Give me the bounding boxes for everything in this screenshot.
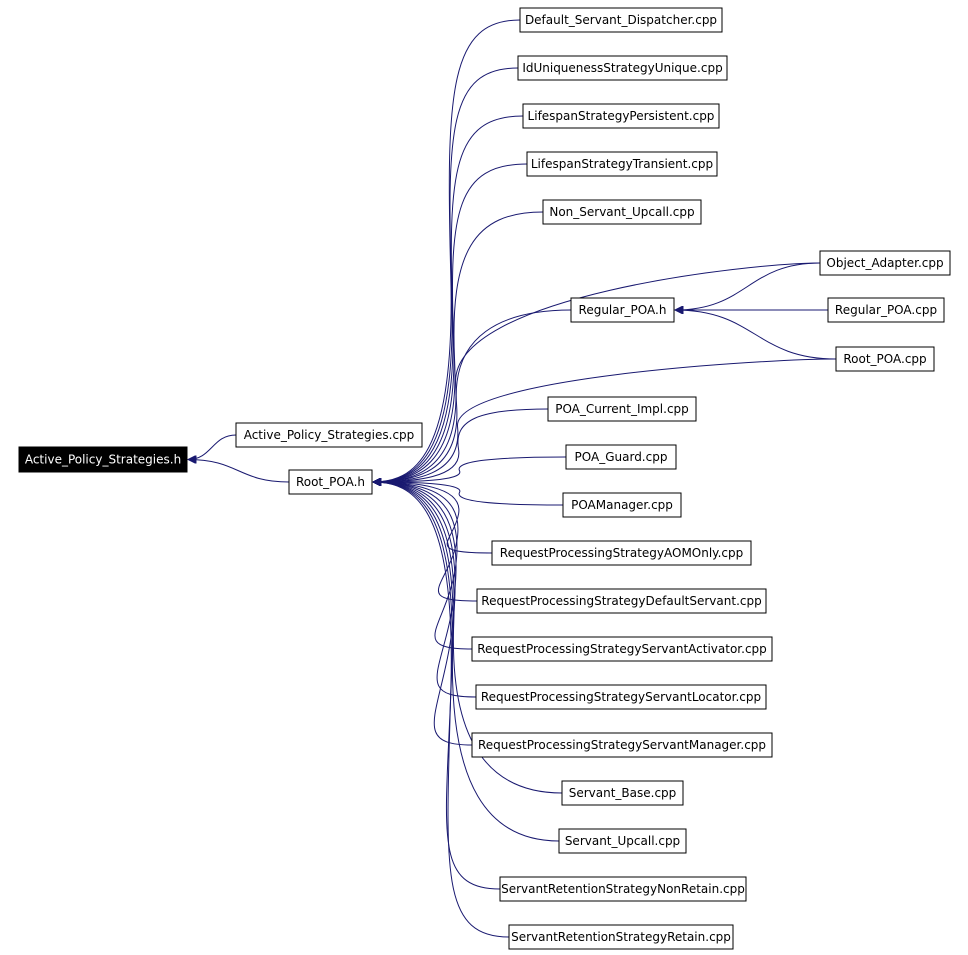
node-active_policy_strategies_h[interactable]: Active_Policy_Strategies.h bbox=[18, 446, 188, 473]
node-box bbox=[508, 924, 734, 950]
node-box bbox=[522, 103, 720, 129]
node-label: ServantRetentionStrategyRetain.cpp bbox=[511, 930, 731, 944]
node-rps_defaultservant[interactable]: RequestProcessingStrategyDefaultServant.… bbox=[476, 588, 767, 614]
node-label: RequestProcessingStrategyServantLocator.… bbox=[481, 690, 761, 704]
node-label: Servant_Upcall.cpp bbox=[565, 834, 680, 848]
node-box bbox=[471, 732, 773, 758]
node-label: IdUniquenessStrategyUnique.cpp bbox=[522, 61, 722, 75]
node-label: RequestProcessingStrategyAOMOnly.cpp bbox=[500, 546, 743, 560]
edge-object_adapter-to-regular_poa_h bbox=[675, 262, 821, 310]
edge-non_servant_upcall-to-root_poa_h bbox=[373, 211, 544, 482]
node-box bbox=[476, 588, 767, 614]
node-label: Servant_Base.cpp bbox=[569, 786, 677, 800]
node-root_poa_cpp[interactable]: Root_POA.cpp bbox=[835, 346, 935, 372]
node-label: POA_Guard.cpp bbox=[575, 450, 668, 464]
edge-root_poa_h-to-active_policy_strategies_h bbox=[188, 460, 290, 483]
node-label: Default_Servant_Dispatcher.cpp bbox=[525, 13, 717, 27]
node-label: Regular_POA.h bbox=[579, 303, 667, 317]
node-box bbox=[517, 55, 728, 81]
node-active_policy_strategies_cpp[interactable]: Active_Policy_Strategies.cpp bbox=[235, 422, 423, 448]
edge-rps_defaultservant-to-root_poa_h bbox=[373, 482, 478, 602]
node-lifespan_transient[interactable]: LifespanStrategyTransient.cpp bbox=[526, 151, 718, 177]
node-label: RequestProcessingStrategyServantManager.… bbox=[478, 738, 766, 752]
node-label: Object_Adapter.cpp bbox=[826, 256, 943, 270]
node-box bbox=[547, 396, 697, 422]
node-label: Root_POA.cpp bbox=[843, 352, 926, 366]
edge-active_policy_strategies_cpp-to-active_policy_strategies_h bbox=[188, 434, 237, 460]
node-box bbox=[475, 684, 767, 710]
node-label: POAManager.cpp bbox=[571, 498, 673, 512]
node-root_poa_h[interactable]: Root_POA.h bbox=[288, 469, 373, 495]
node-servant_base[interactable]: Servant_Base.cpp bbox=[561, 780, 684, 806]
node-box bbox=[570, 297, 675, 323]
edge-poamanager-to-root_poa_h bbox=[373, 482, 564, 506]
edge-srs_nonretain-to-root_poa_h bbox=[373, 482, 501, 890]
node-box bbox=[558, 828, 687, 854]
node-poa_guard[interactable]: POA_Guard.cpp bbox=[565, 444, 677, 470]
edge-rps_servantactivator-to-root_poa_h bbox=[373, 482, 473, 650]
node-label: RequestProcessingStrategyServantActivato… bbox=[477, 642, 767, 656]
edge-iduniqueness_unique-to-root_poa_h bbox=[373, 67, 519, 482]
edges-layer bbox=[188, 19, 837, 938]
node-box bbox=[235, 422, 423, 448]
node-object_adapter[interactable]: Object_Adapter.cpp bbox=[819, 250, 951, 276]
edge-regular_poa_h-to-root_poa_h bbox=[373, 309, 572, 482]
edge-servant_upcall-to-root_poa_h bbox=[373, 482, 560, 842]
node-rps_aomonly[interactable]: RequestProcessingStrategyAOMOnly.cpp bbox=[491, 540, 752, 566]
node-rps_servantmanager[interactable]: RequestProcessingStrategyServantManager.… bbox=[471, 732, 773, 758]
node-regular_poa_h[interactable]: Regular_POA.h bbox=[570, 297, 675, 323]
edge-rps_aomonly-to-root_poa_h bbox=[373, 482, 493, 554]
node-label: LifespanStrategyTransient.cpp bbox=[531, 157, 713, 171]
node-label: Regular_POA.cpp bbox=[835, 303, 937, 317]
node-box bbox=[827, 297, 945, 323]
node-default_servant_dispatcher[interactable]: Default_Servant_Dispatcher.cpp bbox=[519, 7, 723, 33]
node-label: LifespanStrategyPersistent.cpp bbox=[528, 109, 715, 123]
node-label: Active_Policy_Strategies.h bbox=[25, 453, 181, 467]
node-label: Active_Policy_Strategies.cpp bbox=[244, 428, 415, 442]
node-box bbox=[562, 492, 682, 518]
edge-srs_retain-to-root_poa_h bbox=[373, 482, 510, 938]
edge-root_poa_cpp-to-root_poa_h bbox=[373, 358, 837, 482]
edge-poa_current_impl-to-root_poa_h bbox=[373, 408, 549, 482]
node-label: ServantRetentionStrategyNonRetain.cpp bbox=[501, 882, 745, 896]
node-label: POA_Current_Impl.cpp bbox=[555, 402, 689, 416]
node-box bbox=[471, 636, 773, 662]
edge-rps_servantlocator-to-root_poa_h bbox=[373, 482, 477, 698]
edge-rps_servantmanager-to-root_poa_h bbox=[373, 482, 473, 746]
node-box bbox=[18, 446, 188, 473]
edge-poa_guard-to-root_poa_h bbox=[373, 456, 567, 482]
node-iduniqueness_unique[interactable]: IdUniquenessStrategyUnique.cpp bbox=[517, 55, 728, 81]
node-poamanager[interactable]: POAManager.cpp bbox=[562, 492, 682, 518]
node-srs_retain[interactable]: ServantRetentionStrategyRetain.cpp bbox=[508, 924, 734, 950]
node-box bbox=[835, 346, 935, 372]
node-non_servant_upcall[interactable]: Non_Servant_Upcall.cpp bbox=[542, 199, 702, 225]
node-box bbox=[819, 250, 951, 276]
node-box bbox=[526, 151, 718, 177]
node-lifespan_persistent[interactable]: LifespanStrategyPersistent.cpp bbox=[522, 103, 720, 129]
node-label: Non_Servant_Upcall.cpp bbox=[549, 205, 694, 219]
node-rps_servantlocator[interactable]: RequestProcessingStrategyServantLocator.… bbox=[475, 684, 767, 710]
edge-object_adapter-to-root_poa_h bbox=[373, 262, 821, 482]
edge-root_poa_cpp-to-regular_poa_h bbox=[675, 310, 837, 360]
node-srs_nonretain[interactable]: ServantRetentionStrategyNonRetain.cpp bbox=[499, 876, 747, 902]
node-label: RequestProcessingStrategyDefaultServant.… bbox=[481, 594, 761, 608]
node-box bbox=[499, 876, 747, 902]
node-box bbox=[561, 780, 684, 806]
node-box bbox=[519, 7, 723, 33]
node-label: Root_POA.h bbox=[296, 475, 365, 489]
node-box bbox=[491, 540, 752, 566]
node-box bbox=[542, 199, 702, 225]
nodes-layer: Active_Policy_Strategies.h Active_Policy_… bbox=[18, 7, 951, 950]
edge-servant_base-to-root_poa_h bbox=[373, 482, 563, 794]
node-servant_upcall[interactable]: Servant_Upcall.cpp bbox=[558, 828, 687, 854]
node-box bbox=[565, 444, 677, 470]
node-box bbox=[288, 469, 373, 495]
node-poa_current_impl[interactable]: POA_Current_Impl.cpp bbox=[547, 396, 697, 422]
node-rps_servantactivator[interactable]: RequestProcessingStrategyServantActivato… bbox=[471, 636, 773, 662]
node-regular_poa_cpp[interactable]: Regular_POA.cpp bbox=[827, 297, 945, 323]
